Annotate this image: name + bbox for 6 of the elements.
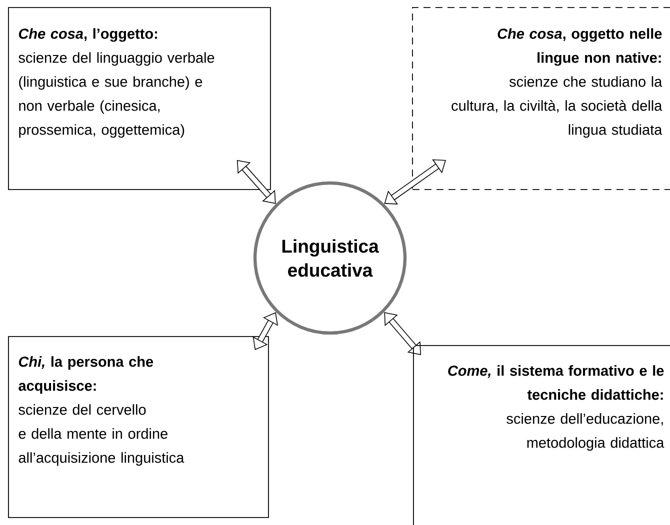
double-arrow xyxy=(236,160,276,204)
double-arrow xyxy=(384,159,446,204)
text-box: Chi, la persona che acquisisce: scienze del cervello e della mente in ordine all’acquisizione linguistica xyxy=(8,336,269,518)
text-box: Che cosa, l’oggetto: scienze del linguaggio verbale (linguistica e sue branche) e non verbale (cinesica, prossemica, oggettemica) xyxy=(8,7,271,190)
text-box: Come, il sistema formativo e le tecniche didattiche: scienze dell’educazione, metodologia didattica xyxy=(413,345,670,525)
text-box: Che cosa, oggetto nelle lingue non native: scienze che studiano la cultura, la civiltà, la società della lingua studiata xyxy=(412,7,670,190)
